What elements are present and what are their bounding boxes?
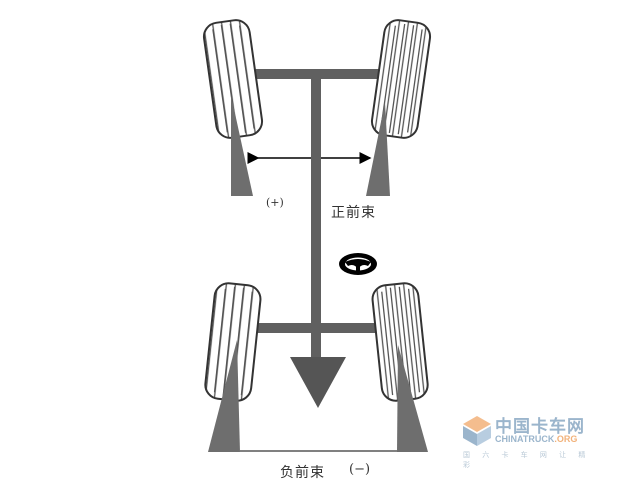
negative-sign-label: (−) (349, 462, 371, 477)
watermark-name-cn: 中国卡车网 (495, 417, 585, 437)
steering-wheel-icon (339, 253, 377, 275)
lower-axle-bar (252, 323, 382, 333)
watermark-name-en: CHINATRUCK.ORG (495, 434, 577, 444)
watermark-name-en-suffix: .ORG (554, 434, 578, 444)
watermark-tagline: 国 六 卡 车 网 让 精 彩 (463, 451, 591, 469)
watermark-name-en-main: CHINATRUCK (495, 434, 555, 444)
watermark-logo-icon (463, 416, 491, 446)
center-line (311, 79, 321, 362)
toe-out-label: 负前束 (280, 465, 325, 481)
lower-left-wedge (208, 340, 240, 452)
positive-sign-label: (+) (266, 196, 284, 209)
center-frame (290, 79, 346, 408)
upper-axle-bar (252, 69, 380, 79)
lower-axle-assembly (204, 282, 429, 452)
lower-right-wedge (397, 345, 428, 452)
watermark: 中国卡车网 CHINATRUCK.ORG 国 六 卡 车 网 让 精 彩 (461, 410, 601, 469)
lower-right-tire (371, 282, 429, 402)
forward-arrow (290, 357, 346, 408)
upper-right-tire (370, 19, 432, 139)
upper-axle-assembly (202, 19, 432, 196)
toe-in-label: 正前束 (331, 205, 376, 221)
upper-right-wedge (366, 102, 390, 196)
upper-left-wedge (231, 95, 253, 196)
